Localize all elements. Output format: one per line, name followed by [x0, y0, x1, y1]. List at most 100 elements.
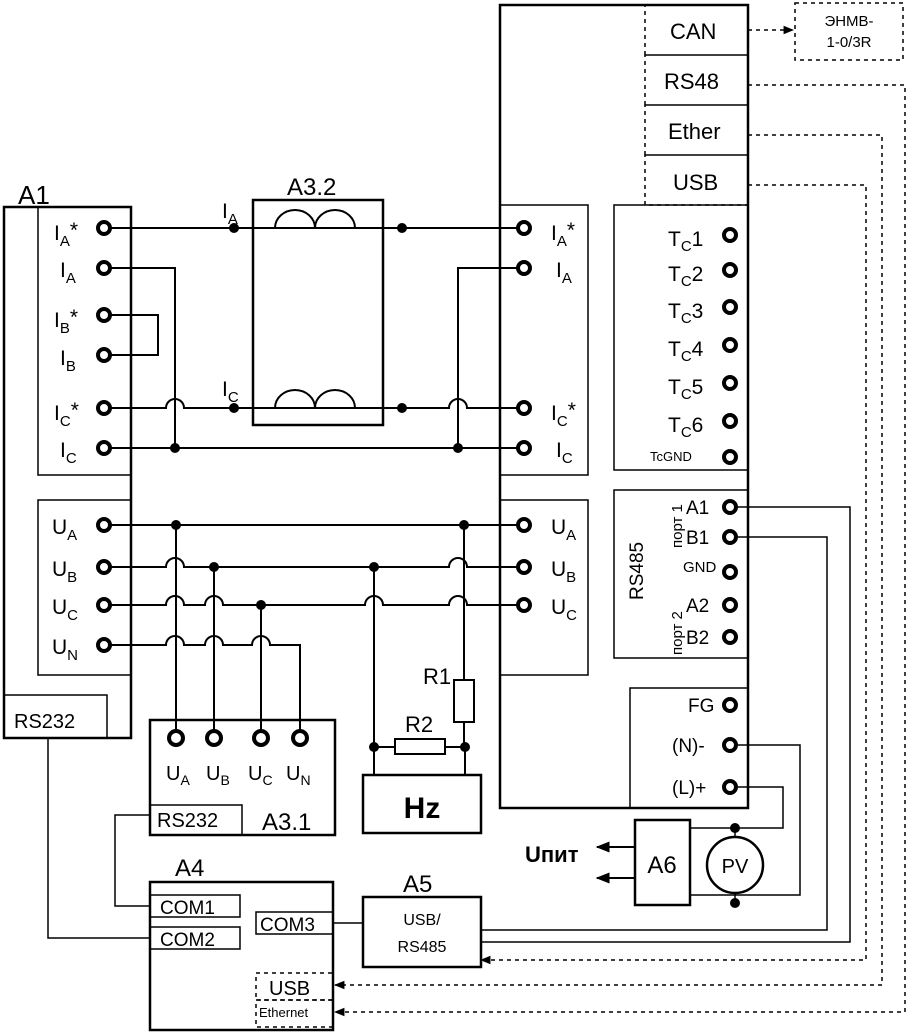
a1-label-ib-star-base: I	[54, 309, 60, 332]
a1-label-ia-sub: A	[66, 270, 76, 287]
tc1-base: T	[668, 228, 681, 251]
a32-line-c-sub: C	[228, 389, 239, 406]
svg-text:TC6: TC6	[668, 414, 703, 441]
a6-label: A6	[647, 852, 676, 879]
a31-un-sub: N	[300, 772, 310, 788]
dev-label-ia-star-base: I	[551, 222, 557, 245]
rs485-a1-label: A1	[686, 498, 709, 519]
a4-ethernet-label: Ethernet	[259, 1005, 309, 1020]
a1-ia-terminal	[96, 260, 112, 276]
svg-text:UB: UB	[52, 558, 77, 586]
dev-uc-terminal	[516, 597, 532, 613]
a1-ub-terminal	[96, 559, 112, 575]
dev-ub-terminal	[516, 559, 532, 575]
a1-label-un-sub: N	[67, 647, 78, 664]
svg-text:UA: UA	[52, 516, 77, 544]
svg-text:UB: UB	[551, 558, 576, 586]
r1-label: R1	[423, 664, 451, 689]
rs485-b2-label: B2	[686, 628, 709, 649]
a1-label-ia-base: I	[60, 259, 66, 282]
a1-label-ic-star-sub: C	[60, 413, 71, 430]
rs485-port2-label: порт 2	[669, 611, 686, 655]
power-labels: FG (N)- (L)+	[672, 696, 714, 799]
a1-ic-terminal	[96, 440, 112, 456]
dev-ic-terminal	[516, 440, 532, 456]
tc1-sub: C	[681, 238, 692, 255]
dev-label-ia-base: I	[556, 259, 562, 282]
a1-label-ic-star-sup: *	[71, 399, 79, 422]
svg-text:IC: IC	[60, 439, 77, 467]
a1-current-terminals	[96, 220, 112, 456]
tc1-num: 1	[692, 228, 704, 251]
enmv-line2: 1-0/3R	[826, 34, 871, 51]
junction-dots	[170, 223, 740, 908]
device-voltage-labels: UA UB UC	[551, 516, 577, 624]
svg-text:IA: IA	[60, 259, 76, 287]
a31-ub-base: U	[206, 763, 220, 785]
a1-label-ub-base: U	[52, 558, 67, 581]
a1-label-ib-base: I	[60, 347, 66, 370]
dev-label-ic-star-base: I	[551, 402, 557, 425]
dev-label-ic-base: I	[556, 439, 562, 462]
a1-label-ic-star-base: I	[54, 402, 60, 425]
dev-label-ub-sub: B	[566, 569, 576, 586]
dev-ua-terminal	[516, 517, 532, 533]
a32-line-c-base: I	[222, 378, 228, 401]
svg-text:IC*: IC*	[54, 399, 79, 430]
tc3-base: T	[668, 300, 681, 323]
tc3-num: 3	[692, 300, 704, 323]
dashed-links	[333, 25, 906, 1017]
a4-label: A4	[175, 855, 204, 882]
dev-label-ia-star-sub: A	[557, 233, 567, 250]
hz-label: Hz	[404, 792, 441, 825]
svg-text:TC3: TC3	[668, 300, 703, 327]
svg-text:UC: UC	[52, 596, 78, 624]
svg-text:IC*: IC*	[551, 399, 576, 430]
device-current-voltage-terminals	[516, 220, 532, 613]
rs485-b1-label: B1	[686, 528, 709, 549]
a1-label-ib-star-sub: B	[60, 320, 70, 337]
dev-label-ub-base: U	[551, 558, 566, 581]
port-rs48-label: RS48	[664, 69, 719, 94]
a1-un-terminal	[96, 637, 112, 653]
supply-label: Uпит	[525, 842, 579, 867]
dev-label-ic-sub: C	[562, 450, 573, 467]
tc-labels: TC1 TC2 TC3 TC4 TC5 TC6 TcGND	[650, 228, 704, 464]
dev-ic-star-terminal	[516, 400, 532, 416]
tc5-num: 5	[692, 376, 704, 399]
wires	[47, 227, 851, 943]
tc6-base: T	[668, 414, 681, 437]
svg-text:UB: UB	[206, 763, 230, 788]
a1-label-ib-star-sup: *	[70, 306, 78, 329]
tc-terminals	[722, 227, 738, 465]
a31-uc-base: U	[248, 763, 262, 785]
a1-label-ub-sub: B	[67, 569, 77, 586]
svg-text:UC: UC	[248, 763, 273, 788]
rs485-title: RS485	[627, 542, 648, 600]
svg-text:UA: UA	[551, 516, 576, 544]
a31-ua-base: U	[166, 763, 180, 785]
tc6-sub: C	[681, 424, 692, 441]
a31-rs232-port: RS232	[157, 810, 218, 832]
svg-text:IA*: IA*	[54, 219, 78, 250]
enmv-line1: ЭНМВ-	[824, 13, 873, 30]
a1-label-ia-star-sup: *	[70, 219, 78, 242]
a1-label-ua-sub: A	[67, 527, 77, 544]
a31-terminal-labels: UA UB UC UN	[166, 763, 311, 788]
a1-ib-star-terminal	[96, 307, 112, 323]
rs485-port1-label: порт 1	[669, 504, 686, 548]
dev-label-ua-base: U	[551, 516, 566, 539]
a1-label-ic-base: I	[60, 439, 66, 462]
a5-line1: USB/	[403, 912, 441, 929]
tc5-base: T	[668, 376, 681, 399]
a32-line-a-base: I	[222, 200, 228, 223]
svg-text:IB*: IB*	[54, 306, 78, 337]
power-n-label: (N)-	[672, 736, 705, 757]
a1-ia-star-terminal	[96, 220, 112, 236]
a1-uc-terminal	[96, 597, 112, 613]
a31-un-base: U	[286, 763, 300, 785]
port-can-label: CAN	[670, 19, 716, 44]
tc3-sub: C	[681, 310, 692, 327]
svg-text:IA: IA	[222, 200, 238, 228]
